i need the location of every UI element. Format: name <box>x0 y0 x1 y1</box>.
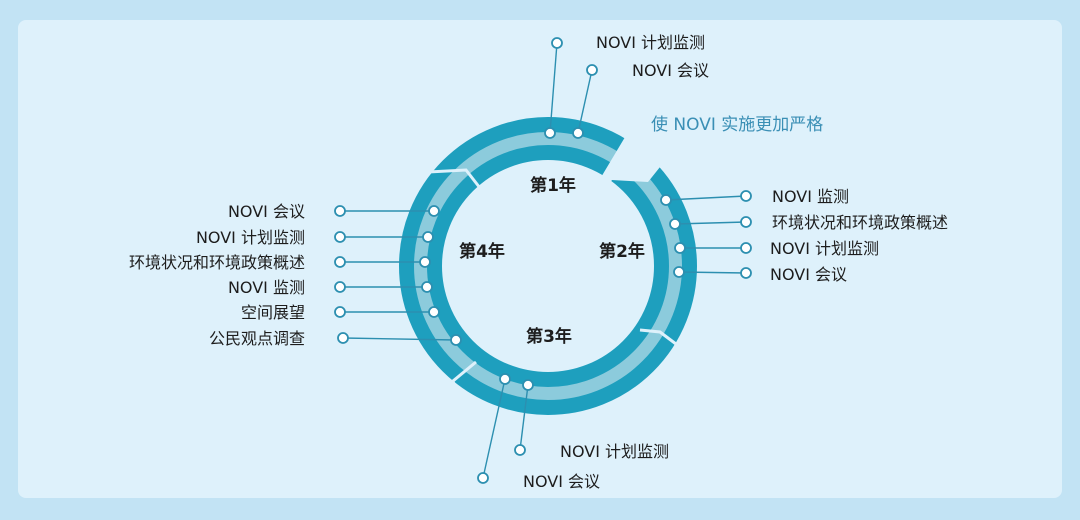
cycle-ring <box>399 117 697 415</box>
year4-item-1: NOVI 会议 <box>228 202 305 221</box>
diagram-panel <box>18 20 1062 498</box>
ring-dividers <box>408 168 685 406</box>
year4-item-3: 环境状况和环境政策概述 <box>129 253 305 272</box>
year-4-label: 第4年 <box>459 241 505 262</box>
year-2-label: 第2年 <box>599 241 645 262</box>
year4-item-4: NOVI 监测 <box>228 278 305 297</box>
year2-item-3: NOVI 计划监测 <box>770 239 879 258</box>
year4-item-6: 公民观点调查 <box>209 329 305 348</box>
year4-item-2: NOVI 计划监测 <box>196 228 305 247</box>
year2-item-2: 环境状况和环境政策概述 <box>772 213 948 232</box>
year2-item-4: NOVI 会议 <box>770 265 847 284</box>
year2-item-1: NOVI 监测 <box>772 187 849 206</box>
year-3-label: 第3年 <box>526 326 572 347</box>
year3-item-1: NOVI 计划监测 <box>560 442 669 461</box>
accent-label: 使 NOVI 实施更加严格 <box>651 114 823 135</box>
year-1-label: 第1年 <box>530 175 576 196</box>
connector-dots <box>334 37 752 484</box>
year1-item-2: NOVI 会议 <box>632 61 709 80</box>
year3-item-2: NOVI 会议 <box>523 472 600 491</box>
connector-lines <box>340 42 747 479</box>
year4-item-5: 空间展望 <box>241 303 305 322</box>
year1-item-1: NOVI 计划监测 <box>596 33 705 52</box>
